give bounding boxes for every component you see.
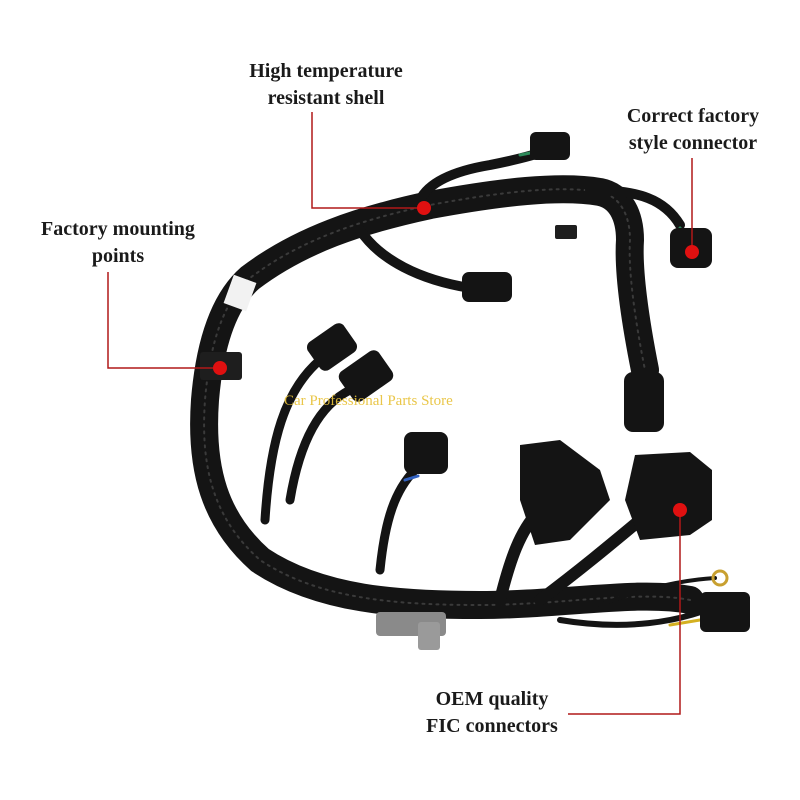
callout-fic-line1: OEM quality [435,688,549,710]
callout-line-shell [311,112,424,209]
callout-fic-label: OEM quality FIC connectors [404,686,580,740]
callout-connector-line1: Correct factory [626,105,760,127]
fic-connector-1 [520,440,610,545]
callout-shell-line2: resistant shell [267,87,385,109]
branch-right [585,185,685,230]
marker-dot-fic [673,503,687,517]
branch-left-1 [260,355,325,525]
ring-terminal [711,569,729,587]
connector-lower-right [700,592,750,632]
marker-dot-mounting [213,361,227,375]
callout-mounting-label: Factory mounting points [22,216,214,270]
fic-connector-2 [625,452,712,540]
connector-left-3 [404,432,448,474]
marker-dot-connector [685,245,699,259]
store-watermark: Car Professional Parts Store [284,393,453,409]
connector-right-lower [624,372,664,432]
callout-mounting-line1: Factory mounting [41,218,195,240]
branch-mid [355,225,475,293]
callout-connector-label: Correct factory style connector [606,103,780,157]
connector-top [530,132,570,160]
callout-line-fic [568,510,681,715]
mounting-clip-2 [555,225,577,239]
connector-left-1 [306,323,358,371]
branch-fic-2 [534,514,646,606]
branch-left-2 [285,385,355,505]
callout-shell-line1: High temperature [249,60,403,82]
branch-left-3 [375,465,420,575]
callout-connector-line2: style connector [628,132,758,154]
connector-left-2 [338,350,394,402]
marker-dot-shell [417,201,431,215]
loom-label [223,274,257,312]
callout-fic-line2: FIC connectors [426,715,558,737]
callout-shell-label: High temperature resistant shell [226,58,426,112]
callout-line-mounting [107,272,220,369]
callout-mounting-line2: points [91,245,145,267]
connector-mid [462,272,512,302]
